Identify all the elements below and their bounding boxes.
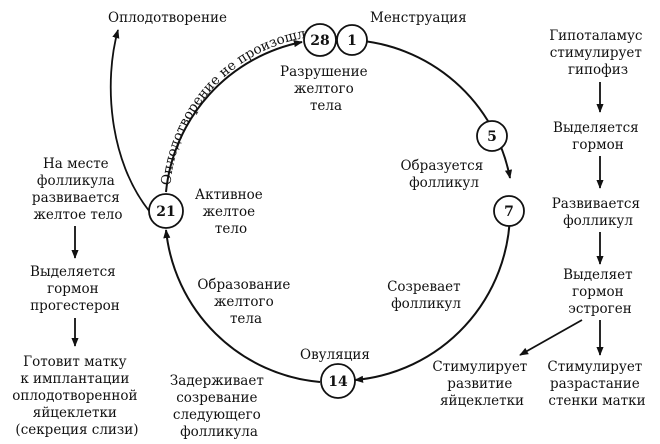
day-badge-5: 5 bbox=[476, 120, 508, 152]
svg-text:5: 5 bbox=[487, 129, 497, 145]
cycle-arc-bottom bbox=[354, 211, 511, 383]
cycle-arc-top-left bbox=[165, 40, 303, 193]
prepares-uterus-label: Готовит матку к имплантации оплодотворен… bbox=[12, 354, 142, 438]
cycle-arc-left bbox=[163, 229, 321, 383]
fertilization-label: Оплодотворение bbox=[108, 10, 227, 26]
fertilization-arrow bbox=[109, 29, 151, 213]
corpus-develops-label: На месте фолликула развивается желтое те… bbox=[32, 156, 124, 223]
corpus-destruction-label: Разрушение желтого тела bbox=[280, 64, 372, 114]
estrogen-label: Выделяет гормон эстроген bbox=[563, 267, 637, 317]
svg-text:1: 1 bbox=[347, 33, 357, 49]
day-badge-14: 14 bbox=[320, 363, 356, 399]
follicle-develops-label: Развивается фолликул bbox=[552, 196, 645, 229]
ovulation-label: Овуляция bbox=[300, 347, 370, 363]
corpus-formation-label: Образование желтого тела bbox=[197, 277, 294, 327]
menstruation-label: Менструация bbox=[370, 10, 467, 26]
svg-text:28: 28 bbox=[310, 33, 329, 49]
stimulates-egg-label: Стимулирует развитие яйцеклетки bbox=[432, 359, 531, 409]
follicle-matures-label: Созревает фолликул bbox=[387, 279, 465, 312]
delays-maturation-label: Задерживает созревание следующего фоллик… bbox=[170, 373, 268, 440]
svg-text:7: 7 bbox=[504, 204, 514, 220]
day-badge-1: 1 bbox=[336, 24, 368, 56]
follicle-forms-label: Образуется фолликул bbox=[400, 158, 487, 191]
cycle-arc-right bbox=[351, 39, 513, 179]
day-badge-7: 7 bbox=[493, 195, 525, 227]
hormone-label: Выделяется гормон bbox=[553, 120, 643, 153]
progesterone-label: Выделяется гормон прогестерон bbox=[30, 264, 120, 314]
svg-text:21: 21 bbox=[156, 204, 175, 220]
hypothalamus-label: Гипоталамус стимулирует гипофиз bbox=[549, 28, 647, 78]
active-corpus-label: Активное желтое тело bbox=[195, 187, 267, 237]
day-badge-28: 28 bbox=[303, 23, 337, 57]
stimulates-uterus-label: Стимулирует разрастание стенки матки bbox=[547, 359, 646, 409]
day-badge-21: 21 bbox=[148, 193, 184, 229]
right-arrow-to-egg bbox=[519, 319, 583, 356]
svg-text:14: 14 bbox=[328, 374, 348, 390]
